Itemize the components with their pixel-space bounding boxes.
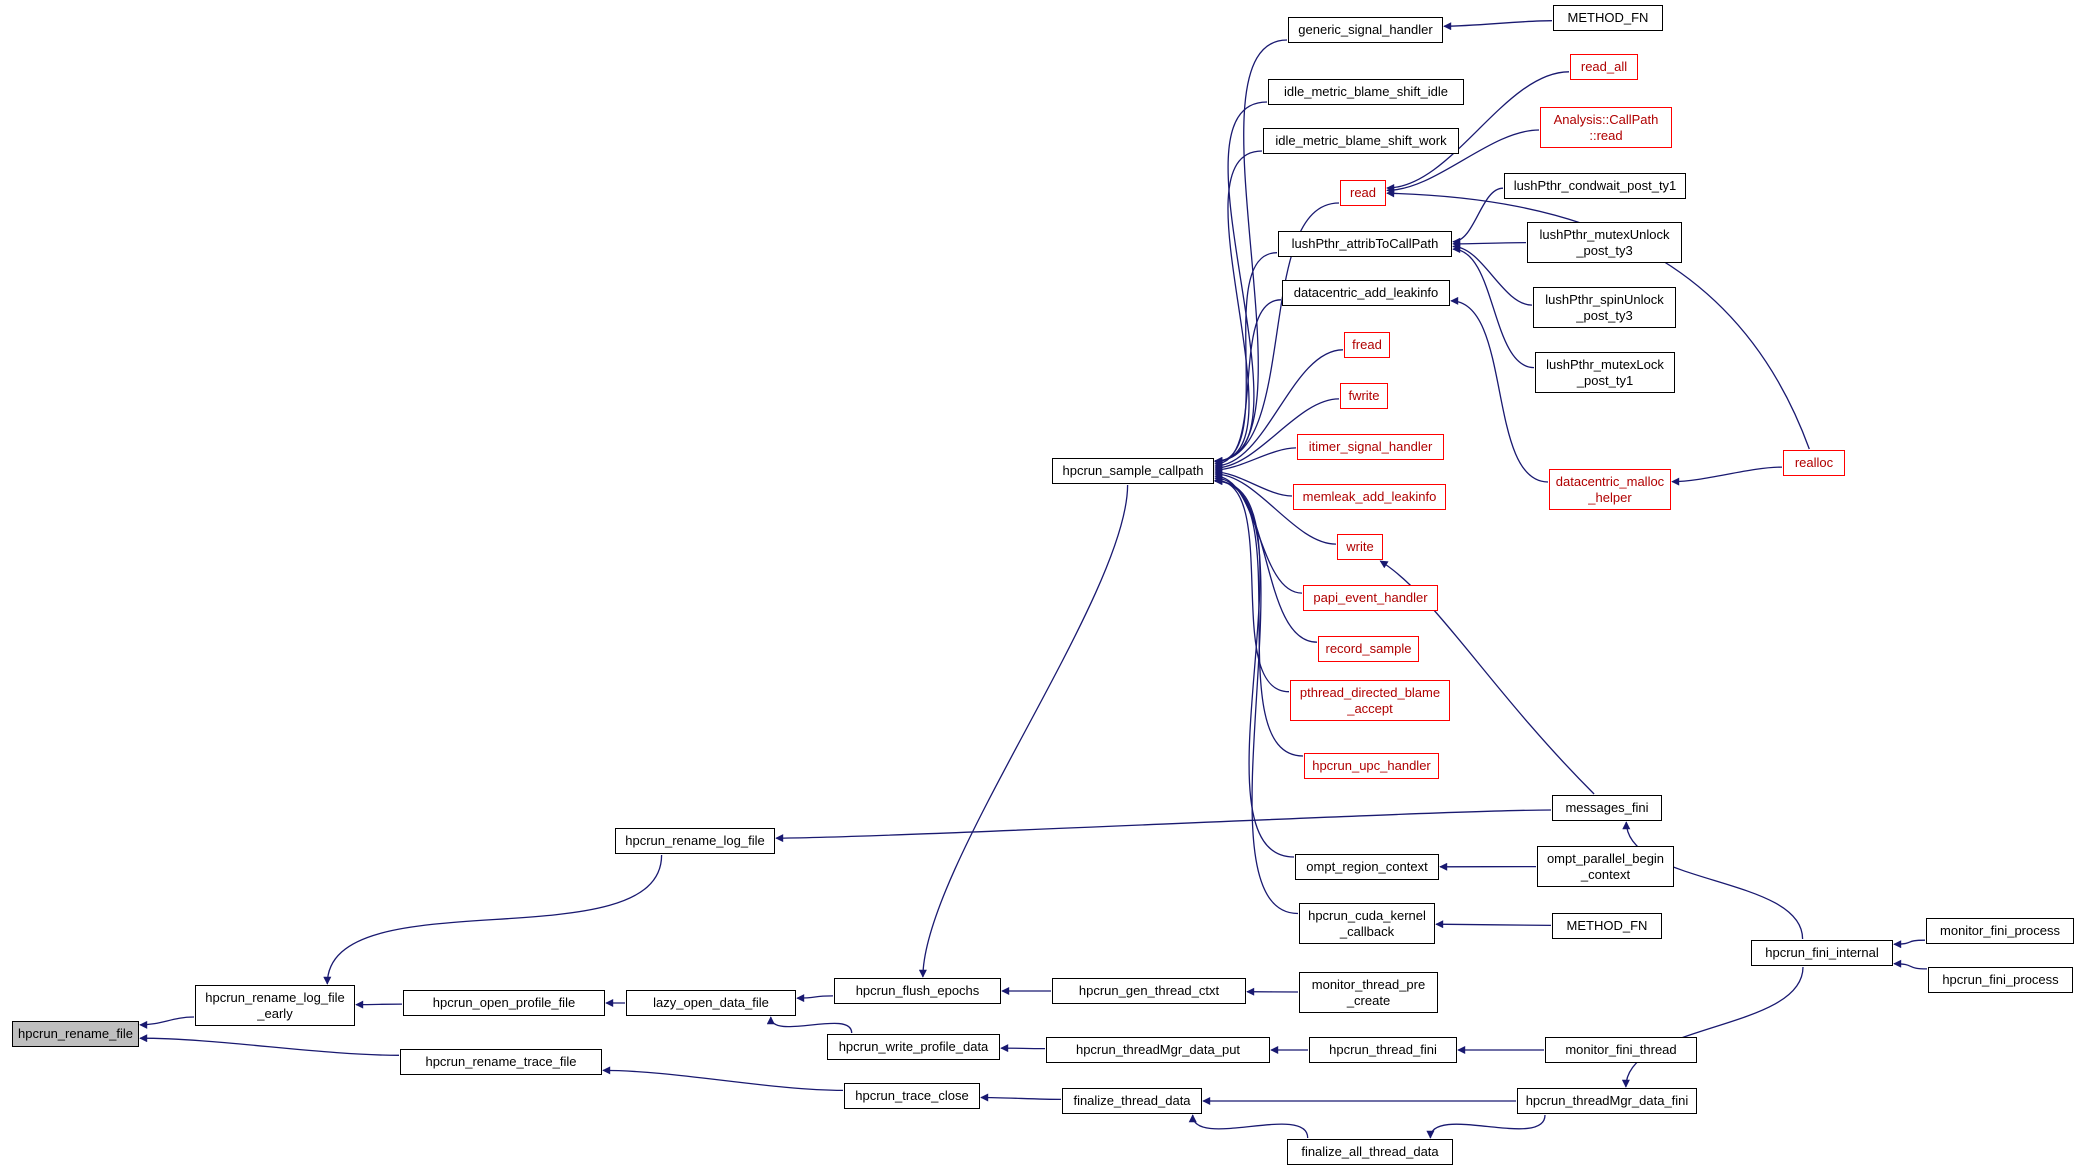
node-sample_callpath[interactable]: hpcrun_sample_callpath (1052, 458, 1214, 484)
node-generic_signal_handler[interactable]: generic_signal_handler (1288, 17, 1443, 43)
node-lazy_open_data_file[interactable]: lazy_open_data_file (626, 990, 796, 1016)
node-itimer_signal_handler[interactable]: itimer_signal_handler (1297, 434, 1444, 460)
edge-monitor_fini_process--hpcrun_fini_internal (1893, 939, 1926, 949)
node-hpcrun_rename_file[interactable]: hpcrun_rename_file (12, 1021, 139, 1047)
node-hpcrun_write_profile_data[interactable]: hpcrun_write_profile_data (827, 1034, 1000, 1060)
edge-hpcrun_rename_trace_file--hpcrun_rename_file (139, 1034, 400, 1056)
node-hpcrun_rename_log_file[interactable]: hpcrun_rename_log_file (615, 828, 775, 854)
edge-hpcrun_fini_internal--messages_fini (1622, 821, 1804, 940)
node-messages_fini[interactable]: messages_fini (1552, 795, 1662, 821)
edge-sample_callpath--hpcrun_flush_epochs (918, 484, 1129, 978)
node-hpcrun_threadMgr_data_put[interactable]: hpcrun_threadMgr_data_put (1046, 1037, 1270, 1063)
node-lushPthr_spinUnlock_post_ty3[interactable]: lushPthr_spinUnlock _post_ty3 (1533, 287, 1676, 328)
node-hpcrun_open_profile_file[interactable]: hpcrun_open_profile_file (403, 990, 605, 1016)
edge-hpcrun_trace_close--hpcrun_rename_trace_file (602, 1066, 844, 1092)
node-finalize_thread_data[interactable]: finalize_thread_data (1062, 1088, 1202, 1114)
edge-lushPthr_condwait_post_ty1--lushPthr_attribToCallPath (1452, 187, 1504, 246)
node-datacentric_add_leakinfo[interactable]: datacentric_add_leakinfo (1282, 280, 1450, 306)
edge-messages_fini--write (1379, 560, 1595, 795)
node-lushPthr_mutexLock_post_ty1[interactable]: lushPthr_mutexLock _post_ty1 (1535, 352, 1675, 393)
node-lushPthr_condwait_post_ty1[interactable]: lushPthr_condwait_post_ty1 (1504, 173, 1686, 199)
edge-write--sample_callpath (1214, 470, 1337, 545)
node-idle_metric_blame_shift_idle[interactable]: idle_metric_blame_shift_idle (1268, 79, 1464, 105)
node-fread[interactable]: fread (1344, 332, 1390, 358)
node-read_all[interactable]: read_all (1570, 54, 1638, 80)
node-monitor_fini_thread[interactable]: monitor_fini_thread (1545, 1037, 1697, 1063)
edge-idle_metric_blame_shift_idle--sample_callpath (1214, 101, 1268, 465)
edge-ompt_region_context--sample_callpath (1214, 477, 1295, 858)
node-monitor_fini_process[interactable]: monitor_fini_process (1926, 918, 2074, 944)
node-hpcrun_trace_close[interactable]: hpcrun_trace_close (844, 1083, 980, 1109)
node-monitor_thread_pre_create[interactable]: monitor_thread_pre _create (1299, 972, 1438, 1013)
edge-hpcrun_flush_epochs--lazy_open_data_file (796, 994, 834, 1003)
node-hpcrun_upc_handler[interactable]: hpcrun_upc_handler (1304, 753, 1439, 779)
node-memleak_add_leakinfo[interactable]: memleak_add_leakinfo (1293, 484, 1446, 510)
node-realloc[interactable]: realloc (1783, 450, 1845, 476)
node-hpcrun_thread_fini[interactable]: hpcrun_thread_fini (1309, 1037, 1457, 1063)
edge-hpcrun_fini_internal--hpcrun_threadMgr_data_fini (1621, 966, 1804, 1088)
edge-hpcrun_rename_log_file--hpcrun_rename_log_file_early (323, 854, 663, 985)
node-method_fn_bottom[interactable]: METHOD_FN (1552, 913, 1662, 939)
edge-hpcrun_threadMgr_data_fini--finalize_all_thread_data (1426, 1114, 1546, 1139)
node-hpcrun_fini_internal[interactable]: hpcrun_fini_internal (1751, 940, 1893, 966)
node-finalize_all_thread_data[interactable]: finalize_all_thread_data (1287, 1139, 1453, 1165)
edge-fread--sample_callpath (1214, 349, 1344, 470)
node-method_fn_top[interactable]: METHOD_FN (1553, 5, 1663, 31)
node-record_sample[interactable]: record_sample (1318, 636, 1419, 662)
edge-lushPthr_mutexUnlock_post_ty3--lushPthr_attribToCallPath (1452, 239, 1527, 248)
node-fwrite[interactable]: fwrite (1340, 383, 1388, 409)
edge-hpcrun_fini_process--hpcrun_fini_internal (1893, 959, 1928, 970)
node-hpcrun_gen_thread_ctxt[interactable]: hpcrun_gen_thread_ctxt (1052, 978, 1246, 1004)
edge-memleak_add_leakinfo--sample_callpath (1214, 468, 1293, 497)
edge-hpcrun_cuda_kernel_callback--sample_callpath (1214, 477, 1299, 915)
node-pthread_directed_blame_accept[interactable]: pthread_directed_blame _accept (1290, 680, 1450, 721)
edge-hpcrun_open_profile_file--hpcrun_rename_log_file_early (355, 1000, 403, 1009)
edge-analysis_callpath_read--read (1386, 129, 1540, 195)
edge-finalize_thread_data--hpcrun_trace_close (980, 1093, 1062, 1102)
node-analysis_callpath_read[interactable]: Analysis::CallPath ::read (1540, 107, 1672, 148)
edge-finalize_all_thread_data--finalize_thread_data (1188, 1114, 1309, 1139)
edge-lushPthr_mutexLock_post_ty1--lushPthr_attribToCallPath (1452, 245, 1535, 369)
edge-datacentric_malloc_helper--datacentric_add_leakinfo (1450, 296, 1549, 483)
node-hpcrun_rename_log_file_early[interactable]: hpcrun_rename_log_file _early (195, 985, 355, 1026)
edge-lushPthr_spinUnlock_post_ty3--lushPthr_attribToCallPath (1452, 242, 1533, 306)
edge-method_fn_top--generic_signal_handler (1443, 20, 1553, 31)
node-hpcrun_cuda_kernel_callback[interactable]: hpcrun_cuda_kernel _callback (1299, 903, 1435, 944)
edge-itimer_signal_handler--sample_callpath (1214, 447, 1297, 474)
edge-idle_metric_blame_shift_work--sample_callpath (1214, 150, 1263, 465)
edge-read--sample_callpath (1214, 202, 1340, 465)
edge-method_fn_bottom--hpcrun_cuda_kernel_callback (1435, 920, 1552, 929)
edge-messages_fini--hpcrun_rename_log_file (775, 809, 1552, 843)
node-papi_event_handler[interactable]: papi_event_handler (1303, 585, 1438, 611)
node-hpcrun_threadMgr_data_fini[interactable]: hpcrun_threadMgr_data_fini (1517, 1088, 1697, 1114)
node-hpcrun_rename_trace_file[interactable]: hpcrun_rename_trace_file (400, 1049, 602, 1075)
node-write[interactable]: write (1337, 534, 1383, 560)
edge-datacentric_add_leakinfo--sample_callpath (1214, 299, 1282, 468)
node-hpcrun_flush_epochs[interactable]: hpcrun_flush_epochs (834, 978, 1001, 1004)
node-read[interactable]: read (1340, 180, 1386, 206)
node-ompt_region_context[interactable]: ompt_region_context (1295, 854, 1439, 880)
edge-hpcrun_upc_handler--sample_callpath (1214, 477, 1304, 757)
edge-hpcrun_write_profile_data--lazy_open_data_file (766, 1016, 853, 1034)
edge-hpcrun_rename_log_file_early--hpcrun_rename_file (139, 1016, 195, 1029)
node-idle_metric_blame_shift_work[interactable]: idle_metric_blame_shift_work (1263, 128, 1459, 154)
node-datacentric_malloc_helper[interactable]: datacentric_malloc _helper (1549, 469, 1671, 510)
node-lushPthr_attribToCallPath[interactable]: lushPthr_attribToCallPath (1278, 231, 1452, 257)
edge-read_all--read (1386, 71, 1570, 192)
edge-pthread_directed_blame_accept--sample_callpath (1214, 476, 1290, 693)
edge-fwrite--sample_callpath (1214, 398, 1340, 472)
node-ompt_parallel_begin_context[interactable]: ompt_parallel_begin _context (1537, 846, 1674, 887)
node-hpcrun_fini_process[interactable]: hpcrun_fini_process (1928, 967, 2073, 993)
edge-realloc--datacentric_malloc_helper (1671, 466, 1783, 486)
node-lushPthr_mutexUnlock_post_ty3[interactable]: lushPthr_mutexUnlock _post_ty3 (1527, 222, 1682, 263)
edge-hpcrun_threadMgr_data_put--hpcrun_write_profile_data (1000, 1044, 1046, 1053)
